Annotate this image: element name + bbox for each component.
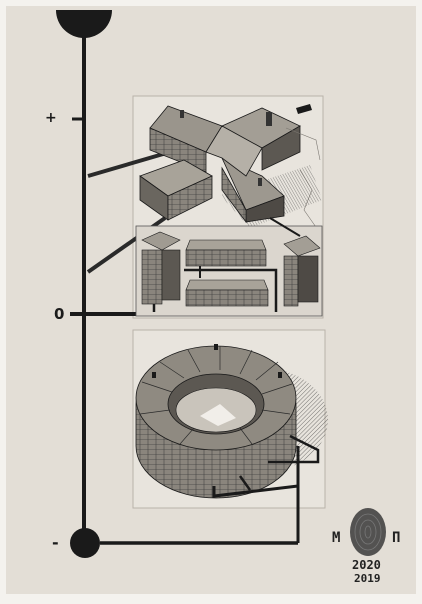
signature-year-bottom: 2019 [354, 572, 381, 585]
scale-plus-label: + [45, 110, 57, 126]
bottom-dot [70, 528, 100, 558]
signature-year-top: 2020 [352, 558, 381, 572]
connector-top [87, 150, 171, 178]
scale-zero-label: 0 [54, 305, 65, 323]
cross-building [139, 104, 322, 231]
top-semicircle [56, 10, 112, 38]
signature-mark: П [392, 530, 401, 546]
scale-minus-label: - [52, 533, 59, 552]
thumbprint-stamp [350, 508, 386, 556]
signature-initial: M [332, 530, 341, 546]
circular-building [135, 344, 328, 499]
barracks-group [135, 217, 323, 317]
